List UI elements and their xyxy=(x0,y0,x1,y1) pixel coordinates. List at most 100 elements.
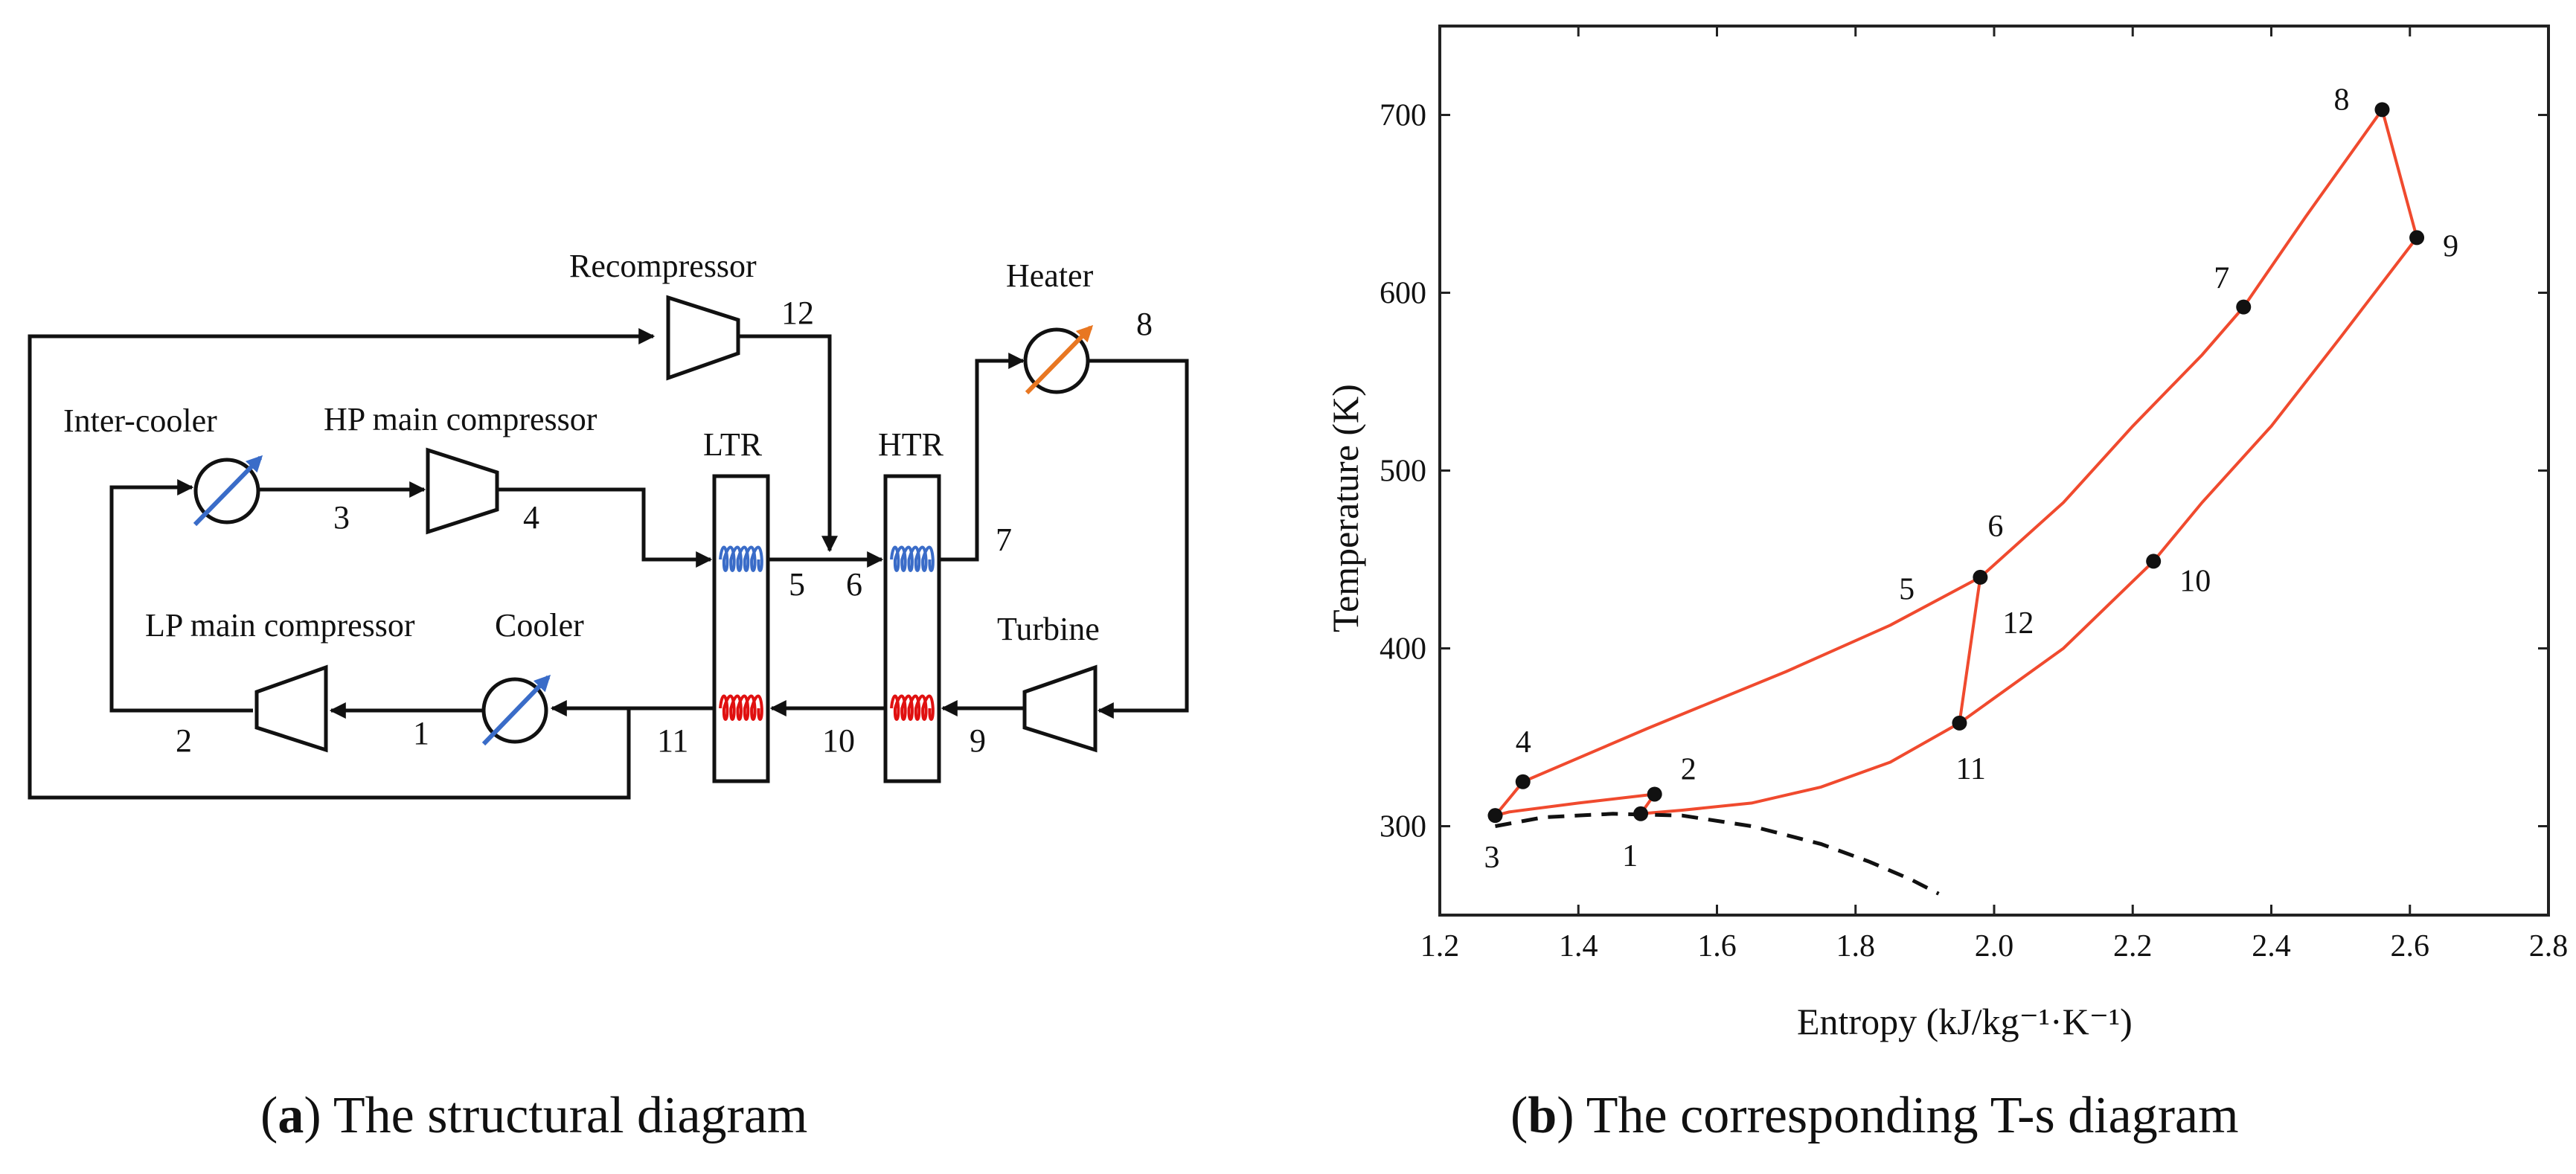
x-tick-label: 2.8 xyxy=(2529,929,2569,963)
turbine-icon xyxy=(1022,664,1098,753)
cycle-segment-2 xyxy=(1979,109,2384,579)
cycle-segment-6 xyxy=(1640,722,1961,815)
y-tick-label: 600 xyxy=(1380,277,1426,311)
state-point-11 xyxy=(1952,715,1967,731)
state-label-6: 6 xyxy=(846,566,862,603)
state-point-label-6: 6 xyxy=(1987,510,2003,544)
state-point-label-8: 8 xyxy=(2334,83,2350,117)
cycle-segment-8 xyxy=(1495,792,1655,818)
line-8 xyxy=(1088,359,1189,719)
state-point-label-10: 10 xyxy=(2179,564,2211,598)
htr-cold-coil-icon xyxy=(890,545,935,572)
state-point-label-3: 3 xyxy=(1484,841,1500,875)
caption-a-text: The structural diagram xyxy=(321,1087,808,1144)
state-point-label-7: 7 xyxy=(2214,262,2229,296)
state-point-label-12: 12 xyxy=(2002,606,2034,641)
state-label-10: 10 xyxy=(822,722,855,759)
state-label-5: 5 xyxy=(789,566,805,603)
line-4 xyxy=(497,487,713,568)
x-tick-label: 2.0 xyxy=(1975,929,2014,963)
cycle-segment-1 xyxy=(1493,576,1981,817)
state-point-7 xyxy=(2236,299,2252,315)
htr-label: HTR xyxy=(878,426,944,463)
line-7 xyxy=(939,353,1025,562)
cooling-arrow-icon xyxy=(481,674,551,746)
cycle-series xyxy=(1493,109,2419,896)
state-label-4: 4 xyxy=(523,499,539,536)
state-label-12: 12 xyxy=(781,295,814,331)
x-tick-label: 1.6 xyxy=(1697,929,1737,963)
hp-compressor-icon xyxy=(426,447,499,535)
x-tick-label: 1.8 xyxy=(1836,929,1876,963)
lp-to-intercooler-line xyxy=(109,479,253,713)
state-point-3 xyxy=(1487,808,1503,824)
state-point-label-11: 11 xyxy=(1955,752,1985,786)
y-tick-label: 500 xyxy=(1380,455,1426,489)
heating-arrow-icon xyxy=(1025,324,1094,395)
state-label-1: 1 xyxy=(413,715,429,751)
x-tick-label: 2.6 xyxy=(2391,929,2430,963)
ltr-cold-coil-icon xyxy=(719,545,763,572)
hp-compressor-label: HP main compressor xyxy=(324,401,597,437)
state-point-label-4: 4 xyxy=(1516,725,1531,760)
recompression-line xyxy=(28,328,656,800)
state-label-11: 11 xyxy=(657,722,688,759)
caption-b: (b) The corresponding T-s diagram xyxy=(1510,1087,2239,1144)
x-axis-label: Entropy (kJ/kg⁻¹·K⁻¹) xyxy=(1797,1001,2133,1042)
caption-a: (a) The structural diagram xyxy=(260,1087,807,1144)
recompressor-icon xyxy=(666,295,740,381)
y-tick-label: 700 xyxy=(1380,99,1426,133)
caption-a-letter: a xyxy=(278,1087,304,1144)
x-tick-label: 1.2 xyxy=(1420,929,1460,963)
state-point-10 xyxy=(2146,554,2162,569)
state-point-4 xyxy=(1515,774,1531,789)
inter-cooler-label: Inter-cooler xyxy=(63,402,217,439)
cycle-segment-4 xyxy=(1958,237,2418,725)
state-label-2: 2 xyxy=(176,722,192,759)
y-axis-label: Temperature (K) xyxy=(1324,384,1366,632)
cycle-segment-5 xyxy=(1958,577,1982,724)
state-label-9: 9 xyxy=(970,722,986,759)
turbine-label: Turbine xyxy=(997,611,1100,647)
ltr-label: LTR xyxy=(703,426,763,463)
ltr-hot-coil-icon xyxy=(719,694,763,721)
recompressor-label: Recompressor xyxy=(569,248,757,284)
state-label-7: 7 xyxy=(996,522,1012,558)
y-tick-label: 400 xyxy=(1380,632,1426,667)
state-point-9 xyxy=(2409,230,2425,246)
x-tick-label: 2.2 xyxy=(2113,929,2153,963)
heater-label: Heater xyxy=(1006,257,1094,294)
cycle-segment-3 xyxy=(2380,109,2419,238)
caption-b-letter: b xyxy=(1528,1087,1557,1144)
state-point-label-1: 1 xyxy=(1622,839,1638,873)
plot-frame xyxy=(1438,25,2550,917)
lp-compressor-label: LP main compressor xyxy=(145,607,415,644)
lp-compressor-icon xyxy=(254,664,328,753)
cooling-arrow-icon xyxy=(193,455,263,527)
state-label-3: 3 xyxy=(333,499,350,536)
x-tick-label: 1.4 xyxy=(1559,929,1598,963)
state-point-label-2: 2 xyxy=(1681,752,1696,786)
x-ticks: 1.2 1.4 1.6 1.8 2.0 2.2 2.4 2.6 2.8 xyxy=(1420,26,2569,963)
state-point-label-5: 5 xyxy=(1899,573,1915,607)
state-point-1 xyxy=(1633,806,1649,821)
saturation-dome xyxy=(1495,812,1940,896)
structural-diagram: Recompressor 12 Inter-cooler 3 HP main c… xyxy=(28,248,1189,800)
state-point-2 xyxy=(1647,786,1662,802)
x-tick-label: 2.4 xyxy=(2252,929,2291,963)
y-tick-label: 300 xyxy=(1380,810,1426,844)
htr-hot-coil-icon xyxy=(890,694,935,721)
htr-heat-exchanger xyxy=(883,474,941,783)
y-ticks: 300 400 500 600 700 xyxy=(1380,99,2548,844)
caption-b-text: The corresponding T-s diagram xyxy=(1574,1087,2239,1144)
state-label-8: 8 xyxy=(1136,306,1153,342)
state-point-6 xyxy=(1973,569,1988,585)
recompressor-outlet-line xyxy=(738,334,838,553)
cooler-label: Cooler xyxy=(495,607,584,644)
ts-chart: 1.2 1.4 1.6 1.8 2.0 2.2 2.4 2.6 2.8 300 400 500 600… xyxy=(1324,25,2569,1042)
ltr-heat-exchanger xyxy=(712,474,770,783)
coils xyxy=(719,545,935,721)
state-point-label-9: 9 xyxy=(2443,229,2458,263)
